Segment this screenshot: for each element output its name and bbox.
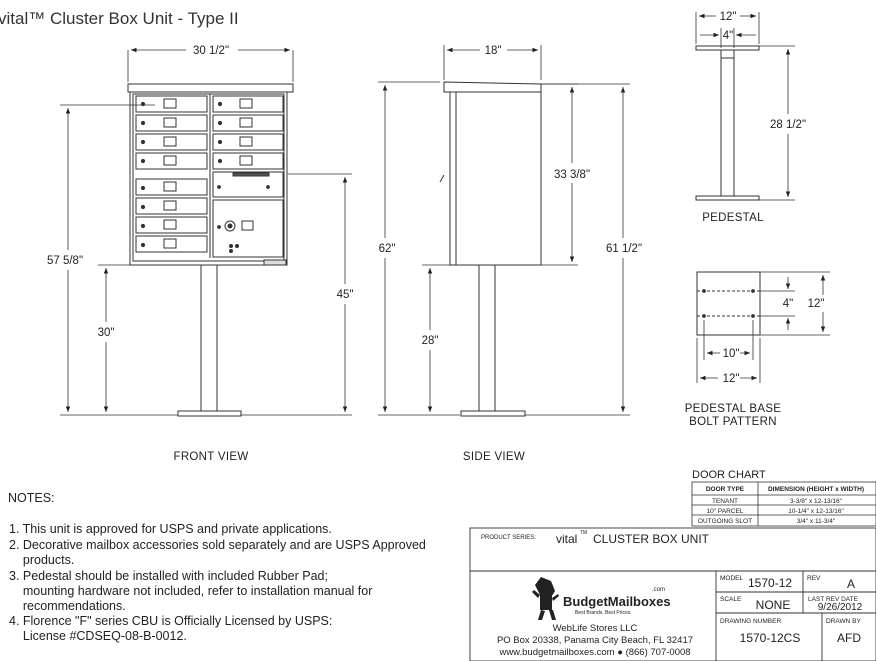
drawn-by-label: DRAWN BY	[826, 618, 861, 625]
drawing-title: vital™ Cluster Box Unit - Type II	[0, 9, 239, 28]
front-view-caption: FRONT VIEW	[174, 451, 249, 463]
company-web-phone: www.budgetmailboxes.com ● (866) 707-0008	[498, 647, 690, 658]
dim-front-overall-height: 57 5/8"	[47, 255, 83, 267]
note-item: 4. Florence "F" series CBU is Officially…	[9, 614, 333, 643]
door-chart-cell: 3/4" x 11-3/4"	[797, 518, 836, 525]
pedestal-caption: PEDESTAL	[702, 212, 764, 224]
front-right-doors	[212, 95, 284, 258]
logo-com: .com	[652, 587, 665, 593]
dim-side-overall-height: 62"	[379, 243, 396, 255]
front-dimensions	[60, 47, 352, 416]
door-chart-cell: OUTGOING SLOT	[698, 518, 752, 525]
base-bolt-pattern	[696, 271, 761, 336]
side-view	[439, 81, 542, 417]
dim-pedestal-top-width: 12"	[720, 11, 737, 23]
door-chart-header-type: DOOR TYPE	[706, 486, 745, 493]
title-block	[469, 527, 876, 661]
dim-front-width: 30 1/2"	[193, 45, 229, 57]
pedestal-view	[695, 45, 760, 201]
rev-value: A	[847, 577, 855, 591]
door-chart-header-dim: DIMENSION (HEIGHT x WIDTH)	[768, 486, 864, 493]
side-view-caption: SIDE VIEW	[463, 451, 525, 463]
product-name: CLUSTER BOX UNIT	[593, 532, 710, 546]
dim-front-top-height: 45"	[337, 289, 354, 301]
series-tm: TM	[580, 530, 587, 536]
dim-side-box-height: 33 3/8"	[554, 169, 590, 181]
drawn-by-value: AFD	[837, 631, 861, 645]
model-value: 1570-12	[748, 576, 792, 590]
door-chart-title: DOOR CHART	[692, 469, 766, 481]
logo-text: BudgetMailboxes	[563, 594, 671, 609]
door-chart-table	[691, 481, 876, 527]
note-item: 2. Decorative mailbox accessories sold s…	[9, 538, 426, 567]
company-name: WebLife Stores LLC	[553, 623, 638, 634]
door-chart-cell: 10-1/4" x 12-13/16"	[788, 508, 844, 515]
rev-label: REV	[807, 575, 821, 582]
side-dimensions	[378, 45, 630, 416]
budgetmailboxes-logo: BudgetMailboxes .com Best Brands. Best P…	[532, 577, 671, 620]
note-item: 3. Pedestal should be installed with inc…	[9, 569, 373, 613]
front-view	[127, 83, 294, 417]
dim-base-outer-h: 12"	[808, 298, 825, 310]
last-rev-label: LAST REV DATE	[808, 596, 859, 603]
dim-side-pedestal-height: 28"	[422, 335, 439, 347]
company-address: PO Box 20338, Panama City Beach, FL 3241…	[497, 635, 693, 646]
dim-base-outer-w: 12"	[723, 373, 740, 385]
front-left-doors	[135, 95, 208, 253]
dim-front-pedestal-height: 30"	[98, 327, 115, 339]
dim-side-right-height: 61 1/2"	[606, 243, 642, 255]
last-rev-value: 9/26/2012	[818, 602, 863, 613]
logo-tagline: Best Brands. Best Prices.	[575, 610, 632, 616]
door-chart-cell: TENANT	[712, 498, 738, 505]
scale-label: SCALE	[720, 596, 742, 603]
notes-heading: NOTES:	[8, 491, 55, 505]
door-chart-cell: 10" PARCEL	[707, 508, 744, 515]
mailbox-mascot-icon	[532, 577, 559, 620]
base-dimensions	[696, 271, 830, 383]
model-label: MODEL	[720, 575, 744, 582]
dim-base-inner-h: 4"	[783, 298, 793, 310]
scale-value: NONE	[756, 598, 791, 612]
dim-base-inner-w: 10"	[723, 348, 740, 360]
door-chart-cell: 3-3/8" x 12-13/16"	[790, 498, 843, 505]
drawing-number-label: DRAWING NUMBER	[720, 618, 781, 625]
pedestal-dimensions	[695, 12, 795, 201]
base-caption-line1: PEDESTAL BASE	[685, 403, 782, 415]
note-item: 1. This unit is approved for USPS and pr…	[9, 522, 332, 536]
drawing-number-value: 1570-12CS	[740, 631, 801, 645]
series-name: vital	[556, 532, 577, 546]
dim-pedestal-inner-width: 4"	[723, 30, 733, 42]
dim-side-depth: 18"	[485, 45, 502, 57]
product-series-label: PRODUCT SERIES:	[481, 535, 536, 541]
base-caption-line2: BOLT PATTERN	[689, 416, 777, 428]
dim-pedestal-height: 28 1/2"	[770, 119, 806, 131]
